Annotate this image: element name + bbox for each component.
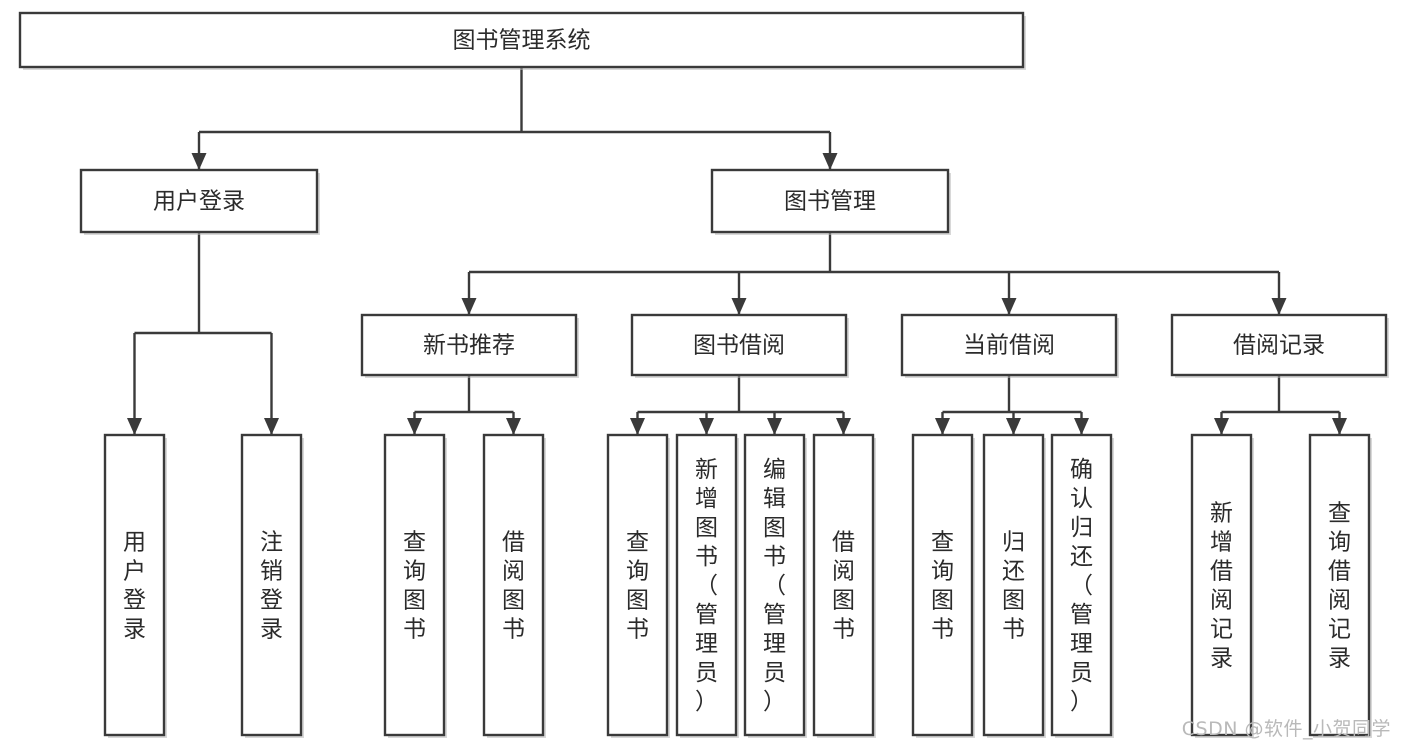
node-leaf-confirm-return[interactable]: 确认归还（管理员） [1050, 433, 1114, 738]
node-rect [630, 313, 848, 377]
node-rect [911, 433, 974, 737]
node-rect [383, 433, 446, 737]
node-rect [982, 433, 1045, 737]
arrow-head-icon [731, 298, 747, 315]
node-borrow-record[interactable]: 借阅记录 [1170, 313, 1389, 378]
node-leaf-add-book[interactable]: 新增图书（管理员） [675, 433, 739, 738]
node-leaf-logout[interactable]: 注销登录 [240, 433, 304, 738]
node-rect [360, 313, 578, 377]
node-book-manage[interactable]: 图书管理 [710, 168, 951, 235]
arrow-head-icon [1074, 418, 1089, 435]
node-rect [743, 433, 806, 737]
node-leaf-borrow-book-2[interactable]: 借阅图书 [812, 433, 876, 738]
arrow-head-icon [836, 418, 851, 435]
node-label: 确认归还（管理员） [1070, 457, 1093, 715]
node-rect [18, 11, 1025, 69]
node-rect [900, 313, 1118, 377]
node-rect [812, 433, 875, 737]
node-label: 查询借阅记录 [1328, 501, 1351, 672]
node-rect [1190, 433, 1253, 737]
node-rect [79, 168, 319, 234]
arrow-head-icon [935, 418, 950, 435]
arrow-head-icon [767, 418, 782, 435]
node-rect [606, 433, 669, 737]
node-label: 用户登录 [123, 530, 146, 643]
arrow-head-icon [1006, 418, 1021, 435]
node-label: 图书借阅 [693, 333, 785, 359]
node-current-borrow[interactable]: 当前借阅 [900, 313, 1119, 378]
node-label: 新书推荐 [423, 333, 515, 359]
arrow-head-icon [630, 418, 645, 435]
arrow-head-icon [127, 418, 142, 435]
arrow-head-icon [407, 418, 422, 435]
arrow-head-icon [1332, 418, 1347, 435]
node-leaf-edit-book[interactable]: 编辑图书（管理员） [743, 433, 807, 738]
node-label: 归还图书 [1002, 530, 1025, 643]
node-label: 当前借阅 [963, 333, 1055, 359]
node-leaf-query-book-2[interactable]: 查询图书 [606, 433, 670, 738]
node-user-login[interactable]: 用户登录 [79, 168, 320, 235]
node-leaf-return-book[interactable]: 归还图书 [982, 433, 1046, 738]
arrow-head-icon [699, 418, 714, 435]
arrow-head-icon [1214, 418, 1229, 435]
node-rect [675, 433, 738, 737]
node-label: 图书管理系统 [453, 28, 591, 54]
arrow-head-icon [191, 153, 207, 170]
node-leaf-query-book-3[interactable]: 查询图书 [911, 433, 975, 738]
node-label: 借阅图书 [832, 530, 855, 643]
arrow-head-icon [506, 418, 521, 435]
arrow-head-icon [461, 298, 477, 315]
node-label: 借阅图书 [502, 530, 525, 643]
node-leaf-query-record[interactable]: 查询借阅记录 [1308, 433, 1372, 738]
node-rect [1308, 433, 1371, 737]
node-rect [240, 433, 303, 737]
arrow-head-icon [264, 418, 279, 435]
arrow-head-icon [1271, 298, 1287, 315]
node-label: 查询图书 [403, 530, 426, 643]
arrow-head-icon [822, 153, 838, 170]
node-new-book-rec[interactable]: 新书推荐 [360, 313, 579, 378]
node-label: 借阅记录 [1233, 333, 1325, 359]
node-label: 新增图书（管理员） [695, 457, 718, 715]
node-layer: 图书管理系统用户登录图书管理新书推荐图书借阅当前借阅借阅记录用户登录注销登录查询… [18, 11, 1389, 738]
node-label: 编辑图书（管理员） [763, 457, 786, 715]
node-label: 图书管理 [784, 189, 876, 215]
node-rect [710, 168, 950, 234]
arrow-head-icon [1001, 298, 1017, 315]
node-rect [1050, 433, 1113, 737]
node-root-system[interactable]: 图书管理系统 [18, 11, 1026, 70]
node-label: 查询图书 [626, 530, 649, 643]
node-leaf-borrow-book-1[interactable]: 借阅图书 [482, 433, 546, 738]
node-leaf-add-record[interactable]: 新增借阅记录 [1190, 433, 1254, 738]
node-label: 用户登录 [153, 189, 245, 215]
node-rect [482, 433, 545, 737]
node-label: 新增借阅记录 [1210, 501, 1233, 672]
node-leaf-user-login[interactable]: 用户登录 [103, 433, 167, 738]
node-leaf-query-book-1[interactable]: 查询图书 [383, 433, 447, 738]
node-rect [103, 433, 166, 737]
node-label: 注销登录 [260, 530, 283, 643]
node-rect [1170, 313, 1388, 377]
node-book-borrow[interactable]: 图书借阅 [630, 313, 849, 378]
edge-layer [127, 67, 1347, 435]
node-label: 查询图书 [931, 530, 954, 643]
